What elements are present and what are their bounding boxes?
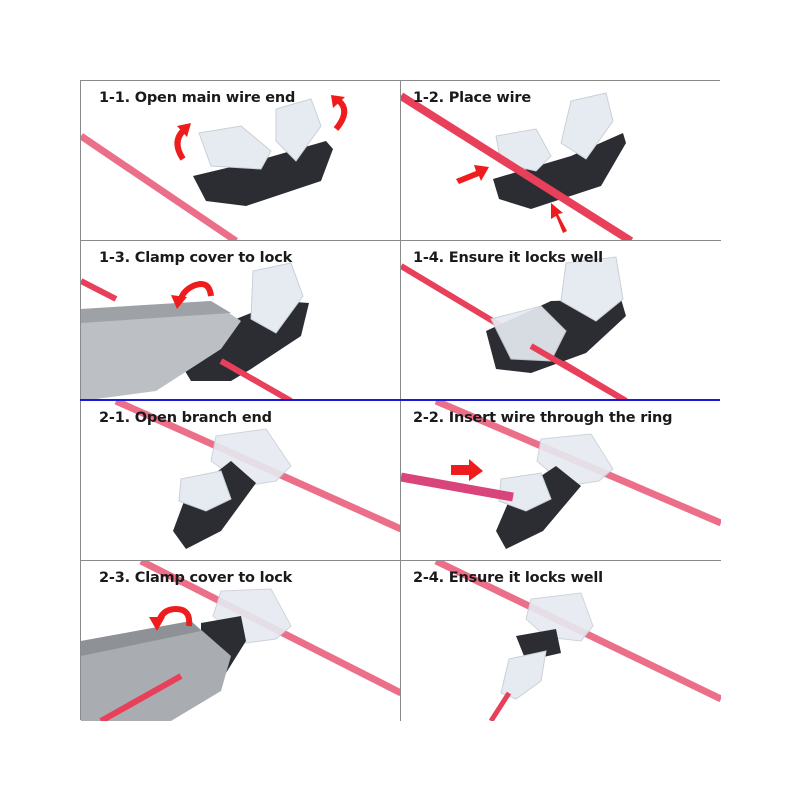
- connector-base: [496, 466, 581, 549]
- step-caption: 1-2. Place wire: [413, 90, 531, 106]
- panel-1-4: 1-4. Ensure it locks well: [401, 241, 721, 401]
- connector-photo: [401, 256, 628, 401]
- connector-photo: [81, 95, 348, 240]
- clear-cover-locked: [490, 305, 567, 362]
- pliers: [81, 301, 241, 401]
- pliers-jaw: [81, 301, 231, 323]
- pliers-jaw: [81, 621, 201, 656]
- arrow-icon: [451, 459, 483, 481]
- step-caption: 1-3. Clamp cover to lock: [99, 250, 293, 266]
- connector-latch: [516, 629, 561, 661]
- arrow-icon: [551, 203, 567, 233]
- section-divider: [80, 399, 720, 401]
- step-caption: 2-4. Ensure it locks well: [413, 570, 603, 586]
- open-cover-branch: [178, 470, 232, 512]
- connector-photo: [434, 561, 721, 721]
- clear-cover: [250, 262, 304, 334]
- instruction-grid: 1-1. Open main wire end 1-2. Place wire: [80, 80, 721, 721]
- connector-photo: [81, 262, 309, 401]
- open-cover-right: [560, 92, 614, 160]
- step-caption: 2-3. Clamp cover to lock: [99, 570, 293, 586]
- panel-2-4: 2-4. Ensure it locks well: [401, 561, 721, 721]
- step-caption: 2-1. Open branch end: [99, 410, 272, 426]
- clear-cover-main: [525, 592, 594, 642]
- wire: [81, 278, 118, 302]
- branch-wire: [401, 472, 514, 502]
- panel-2-2: 2-2. Insert wire through the ring: [401, 401, 721, 561]
- panel-2-1: 2-1. Open branch end: [81, 401, 401, 561]
- step-caption: 1-4. Ensure it locks well: [413, 250, 603, 266]
- panel-1-2: 1-2. Place wire: [401, 81, 721, 241]
- connector-photo: [81, 561, 400, 721]
- step-caption: 2-2. Insert wire through the ring: [413, 410, 673, 426]
- step-caption: 1-1. Open main wire end: [99, 90, 296, 106]
- curved-arrow-icon: [149, 605, 193, 631]
- panel-2-3: 2-3. Clamp cover to lock: [81, 561, 401, 721]
- wire: [81, 133, 238, 240]
- connector-photo: [401, 401, 721, 549]
- wire: [529, 343, 628, 401]
- arrow-icon: [456, 165, 489, 184]
- open-cover-right: [275, 98, 322, 162]
- open-cover-left: [198, 125, 272, 170]
- connector-base: [493, 133, 626, 209]
- panel-1-3: 1-3. Clamp cover to lock: [81, 241, 401, 401]
- clear-cover-branch: [560, 256, 624, 322]
- clear-cover-branch: [500, 650, 547, 700]
- connector-photo: [114, 401, 400, 549]
- curved-arrow-icon: [174, 123, 191, 161]
- panel-1-1: 1-1. Open main wire end: [81, 81, 401, 241]
- branch-wire: [488, 691, 512, 721]
- curved-arrow-icon: [331, 95, 348, 131]
- wire: [219, 358, 293, 401]
- branch-wire: [99, 673, 183, 721]
- connector-photo: [401, 92, 634, 240]
- wire: [401, 92, 634, 240]
- curved-arrow-icon: [171, 281, 214, 309]
